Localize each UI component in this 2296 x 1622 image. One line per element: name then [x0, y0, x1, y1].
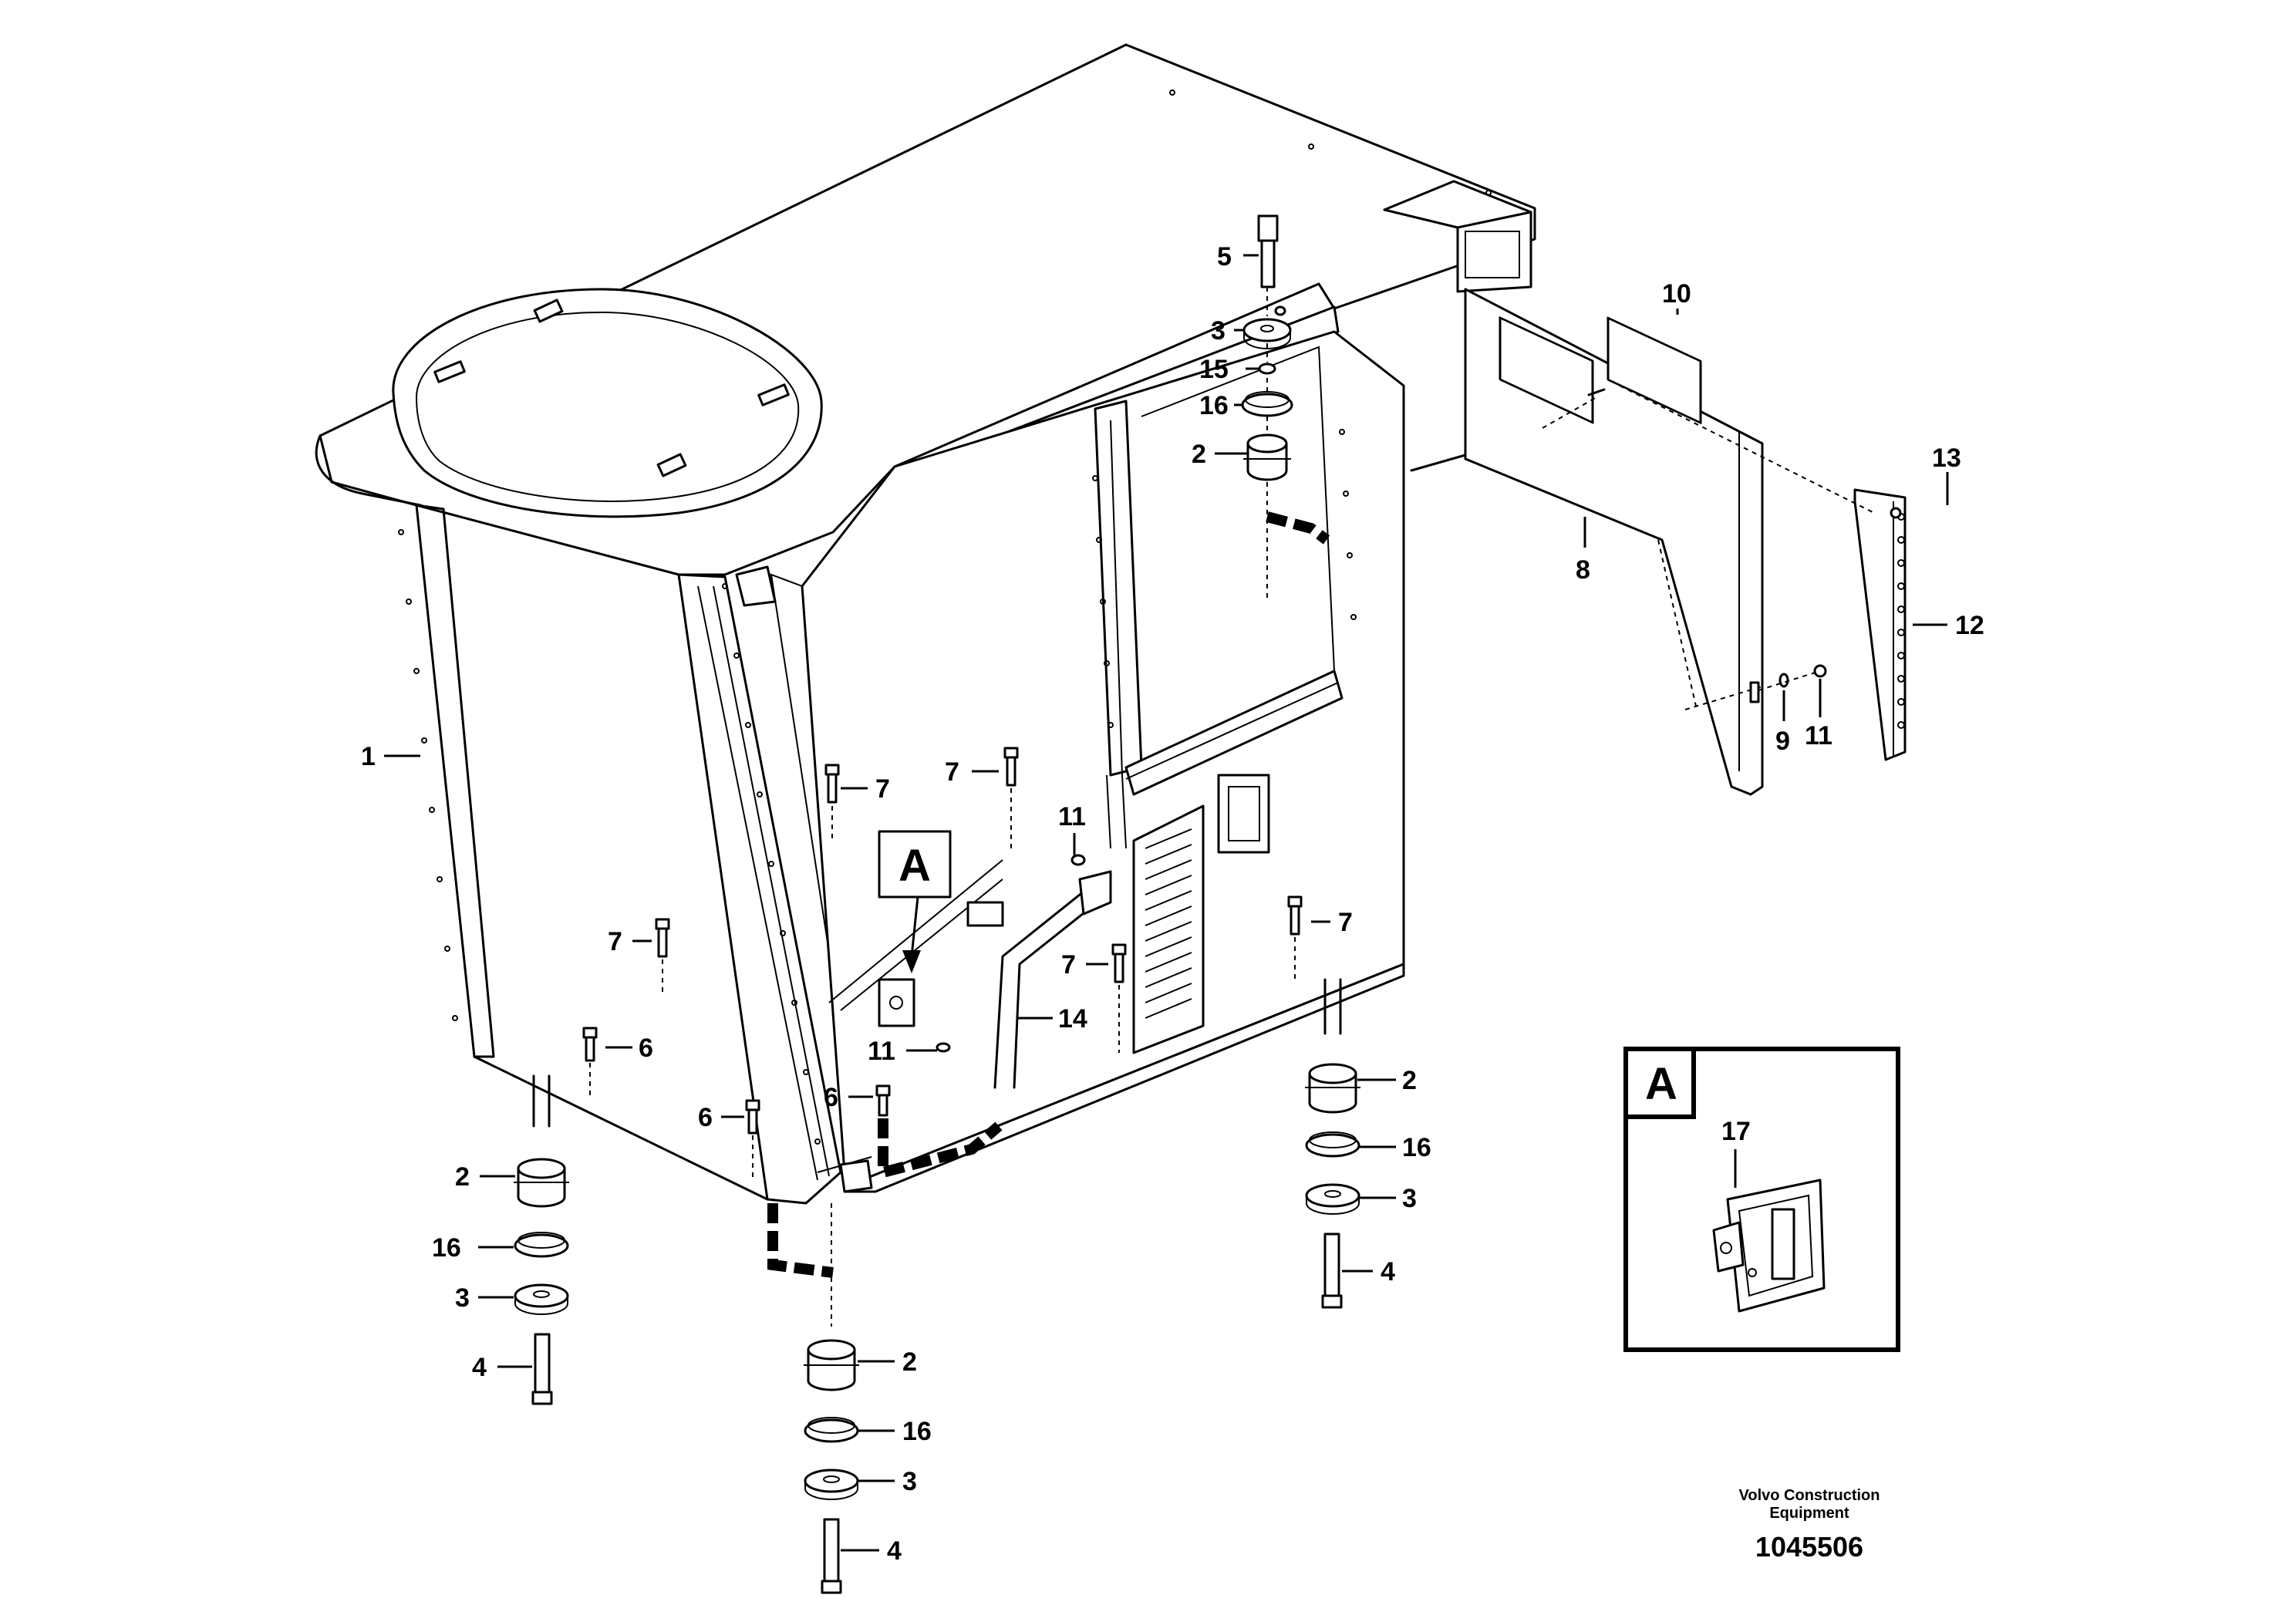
- callout-2: 2: [455, 1162, 470, 1192]
- callout-3: 3: [902, 1467, 917, 1496]
- callout-17: 17: [1721, 1117, 1751, 1146]
- callout-5: 5: [1217, 242, 1232, 271]
- callout-15: 15: [1199, 355, 1229, 384]
- callout-6: 6: [639, 1034, 653, 1063]
- callout-labels: 5 3 15 16 2 10 13 8 12 9 11 1 7 7 11 7 7…: [361, 242, 1984, 1566]
- bolt-4-right: [1321, 1233, 1343, 1309]
- cab-body: [315, 43, 1536, 1205]
- rear-bracket: [1410, 288, 1764, 796]
- callout-11: 11: [868, 1037, 895, 1066]
- washer-3-center: [804, 1469, 859, 1500]
- mount-2-left: [514, 1158, 569, 1208]
- callout-2: 2: [1402, 1066, 1417, 1095]
- ring-16-left: [514, 1232, 569, 1258]
- callout-8: 8: [1576, 555, 1590, 585]
- ring-16-right: [1305, 1131, 1360, 1158]
- callout-3: 3: [1402, 1184, 1417, 1213]
- callout-11: 11: [1058, 802, 1086, 831]
- callout-4: 4: [1381, 1257, 1395, 1286]
- callout-7: 7: [875, 774, 890, 804]
- edge-strip: [1853, 488, 1907, 761]
- callout-16: 16: [1402, 1133, 1431, 1162]
- detail-box-letter: A: [1645, 1059, 1677, 1109]
- detail-marker-letter: A: [899, 841, 931, 891]
- callout-leaders: [384, 254, 1949, 1552]
- company-name-line2: Equipment: [1769, 1505, 1849, 1522]
- callout-16: 16: [1199, 391, 1229, 420]
- callout-4: 4: [887, 1536, 902, 1566]
- callout-11: 11: [1805, 721, 1832, 750]
- detail-marker-a: A: [878, 830, 952, 973]
- callout-1: 1: [361, 742, 376, 771]
- ring-16-top: [1241, 391, 1293, 417]
- callout-2: 2: [902, 1347, 917, 1377]
- mount-2-top: [1243, 433, 1291, 481]
- washer-3-top: [1242, 318, 1292, 349]
- mount-2-right: [1305, 1063, 1360, 1114]
- callout-4: 4: [472, 1353, 487, 1382]
- callout-12: 12: [1955, 611, 1984, 640]
- washer-3-left: [514, 1283, 569, 1315]
- detail-box-a: A 17: [1623, 1047, 1900, 1352]
- callout-14: 14: [1058, 1004, 1087, 1034]
- bolt-5: [1257, 214, 1279, 288]
- bolt-4-center: [821, 1518, 842, 1594]
- bolt-4-left: [531, 1333, 553, 1405]
- washer-15: [1258, 363, 1276, 375]
- callout-7: 7: [1061, 950, 1076, 980]
- drawing-number: 1045506: [1755, 1531, 1863, 1563]
- rivets: [398, 89, 1492, 1145]
- callout-6: 6: [698, 1103, 713, 1132]
- callout-7: 7: [608, 927, 622, 956]
- callout-16: 16: [902, 1417, 932, 1446]
- callout-13: 13: [1932, 443, 1961, 473]
- callout-3: 3: [1211, 316, 1226, 346]
- footer: Volvo Construction Equipment 1045506: [1739, 1487, 1880, 1563]
- callout-7: 7: [1338, 908, 1353, 937]
- ring-16-center: [804, 1417, 859, 1443]
- screws: [582, 305, 1902, 1180]
- callout-2: 2: [1192, 440, 1206, 469]
- mount-2-center: [804, 1339, 859, 1391]
- callout-6: 6: [824, 1083, 838, 1112]
- vent-louvre: [1132, 804, 1205, 1054]
- door-latch: [1712, 1179, 1826, 1313]
- callout-16: 16: [432, 1233, 461, 1263]
- company-name: Volvo Construction: [1739, 1487, 1880, 1504]
- callout-7: 7: [945, 757, 959, 787]
- callout-9: 9: [1775, 727, 1790, 756]
- callout-3: 3: [455, 1283, 470, 1313]
- callout-10: 10: [1662, 279, 1691, 309]
- washer-3-right: [1305, 1183, 1360, 1215]
